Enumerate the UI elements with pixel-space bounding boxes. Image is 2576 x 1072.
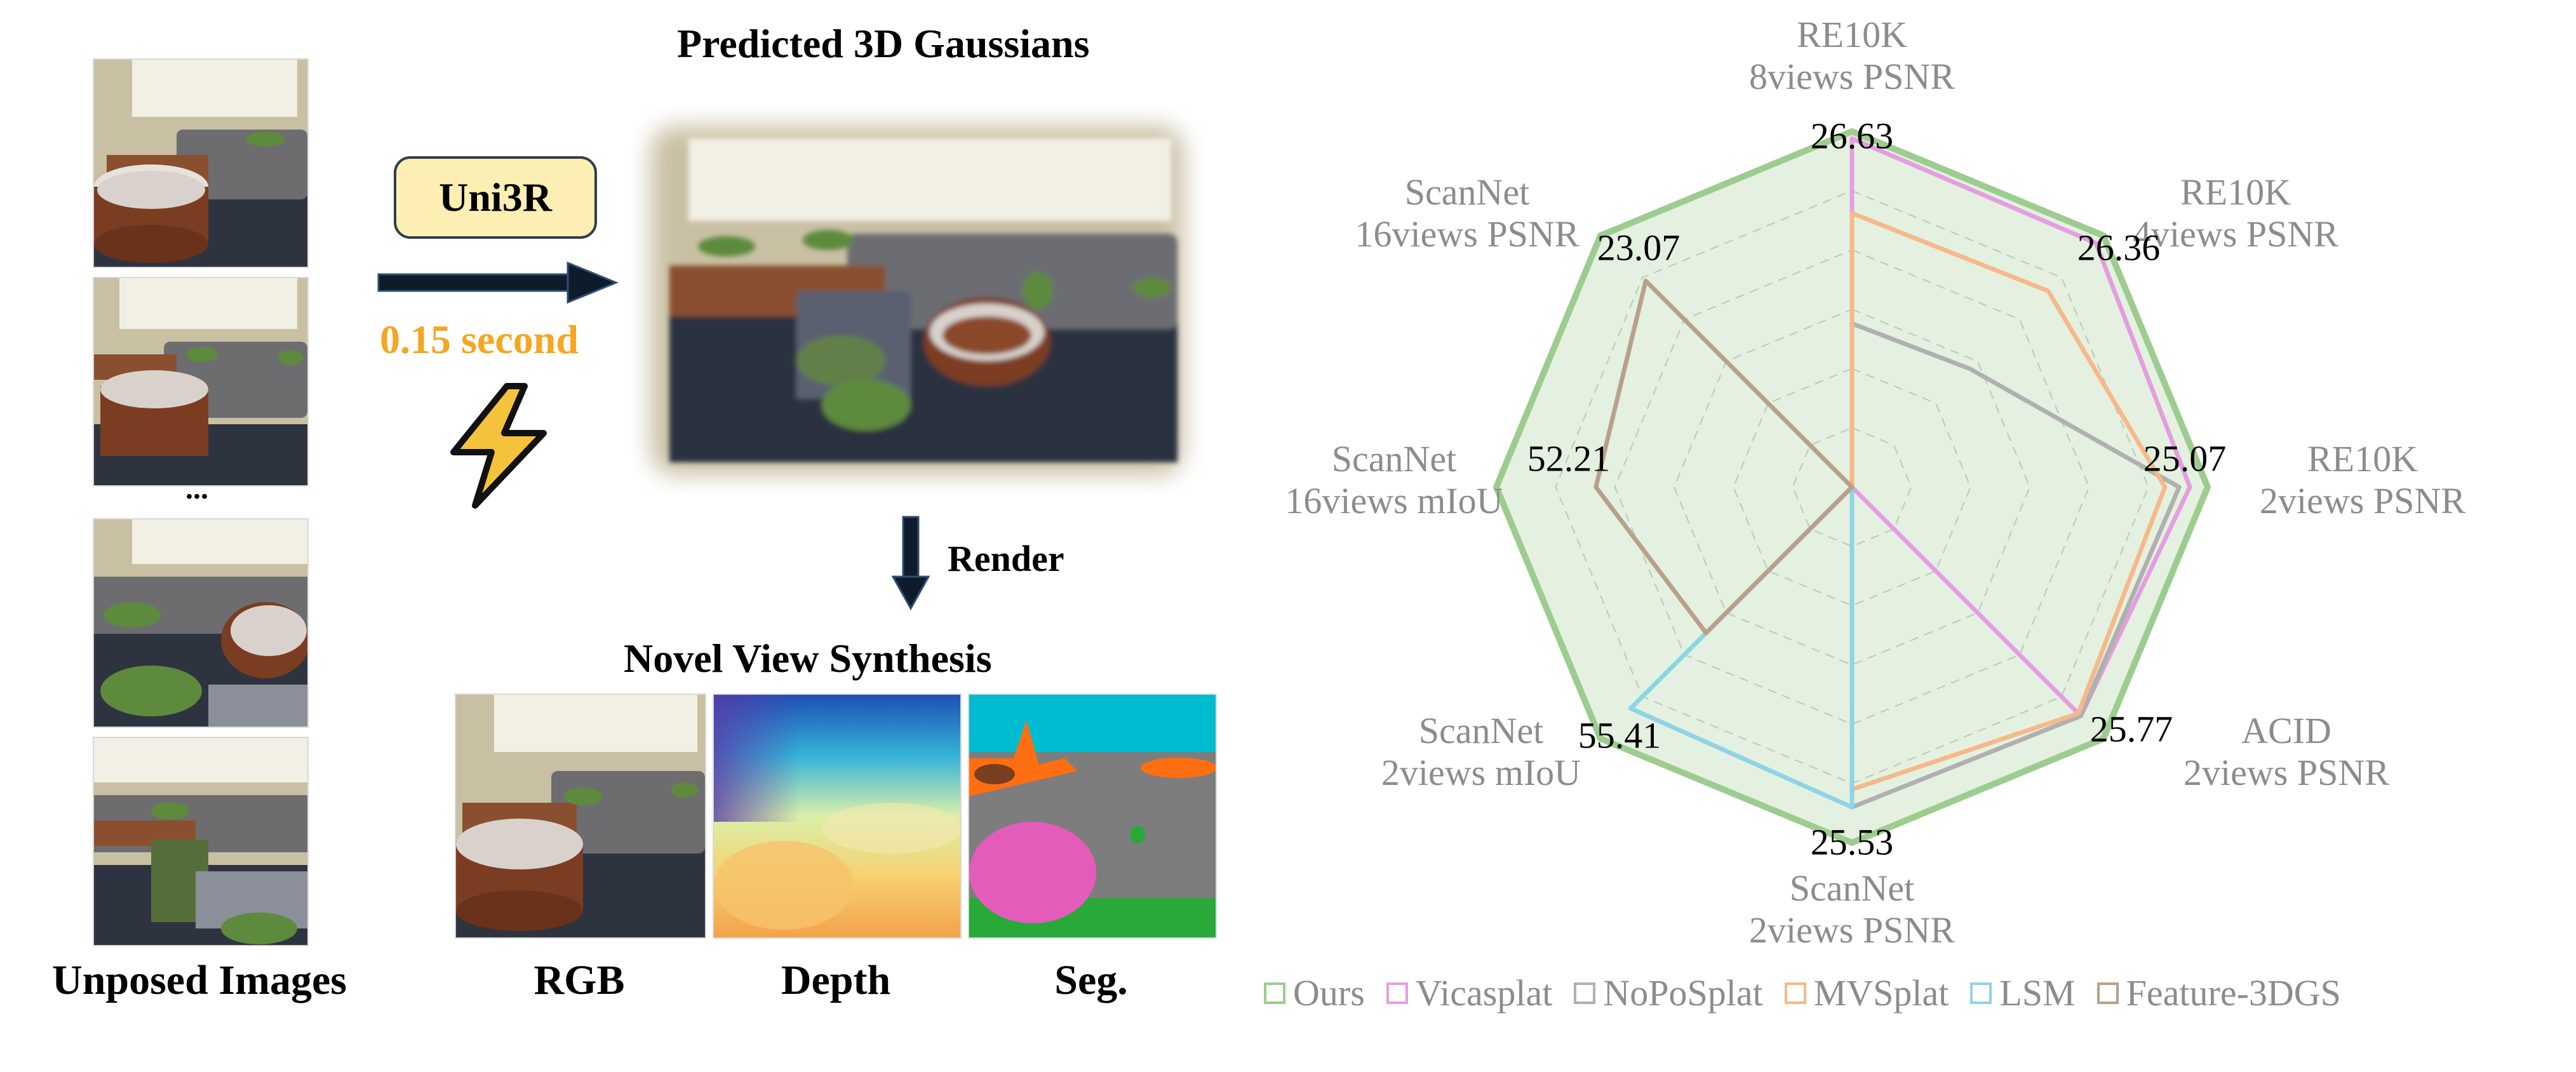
legend-swatch [1970,982,1992,1004]
legend-label: LSM [1999,972,2076,1014]
nvs-rgb-image [455,693,706,939]
gaussian-render-image [631,107,1203,494]
caption-unposed-images: Unposed Images [52,957,347,1003]
render-label: Render [948,538,1064,579]
input-image-2 [93,277,309,486]
legend-item: Feature-3DGS [2096,972,2341,1014]
radar-grid-ring [1673,308,2031,666]
lightning-icon [450,383,547,509]
chart-legend: Ours Vicasplat NoPoSplat MVSplat LSM Feature-… [1264,972,2341,1014]
radar-value-label: 25.77 [2090,708,2173,750]
legend-swatch [1784,982,1806,1004]
novel-view-title: Novel View Synthesis [624,636,992,681]
radar-value-label: 25.07 [2143,438,2227,479]
legend-swatch [1264,982,1285,1004]
radar-series-feature-3dgs [1593,278,1855,636]
render-arrow-icon [892,516,930,611]
input-image-4 [93,737,309,946]
radar-value-label: 25.53 [1810,821,1894,863]
radar-value-label: 52.21 [1527,438,1611,479]
predicted-gaussians-title: Predicted 3D Gaussians [677,21,1090,66]
forward-arrow-icon [377,261,619,304]
radar-value-label: 55.41 [1578,714,1661,756]
legend-item: Ours [1264,972,1365,1014]
legend-item: Vicasplat [1386,972,1553,1014]
ellipsis-text: ... [185,472,208,506]
legend-label: Vicasplat [1415,972,1553,1014]
radar-value-label: 26.36 [2077,227,2161,269]
legend-item: NoPoSplat [1574,972,1763,1014]
legend-label: NoPoSplat [1603,972,1763,1014]
radar-value-label: 26.63 [1810,115,1894,157]
input-image-1 [93,58,309,268]
radar-value-label: 23.07 [1597,227,1680,269]
legend-item: MVSplat [1784,972,1949,1014]
legend-swatch [2096,982,2119,1004]
radar-grid-ring [1614,249,2090,725]
legend-label: Feature-3DGS [2126,972,2341,1014]
legend-swatch [1574,982,1596,1004]
nvs-segmentation-image [968,693,1217,939]
model-badge: Uni3R [394,156,597,239]
legend-label: MVSplat [1813,972,1949,1014]
caption-seg: Seg. [1054,957,1128,1003]
caption-depth: Depth [781,957,891,1003]
speed-label: 0.15 second [380,317,579,362]
legend-item: LSM [1970,972,2076,1014]
input-image-3 [93,518,309,728]
nvs-depth-image [713,693,962,939]
legend-swatch [1386,982,1408,1004]
caption-rgb: RGB [533,957,625,1003]
legend-label: Ours [1293,972,1365,1014]
